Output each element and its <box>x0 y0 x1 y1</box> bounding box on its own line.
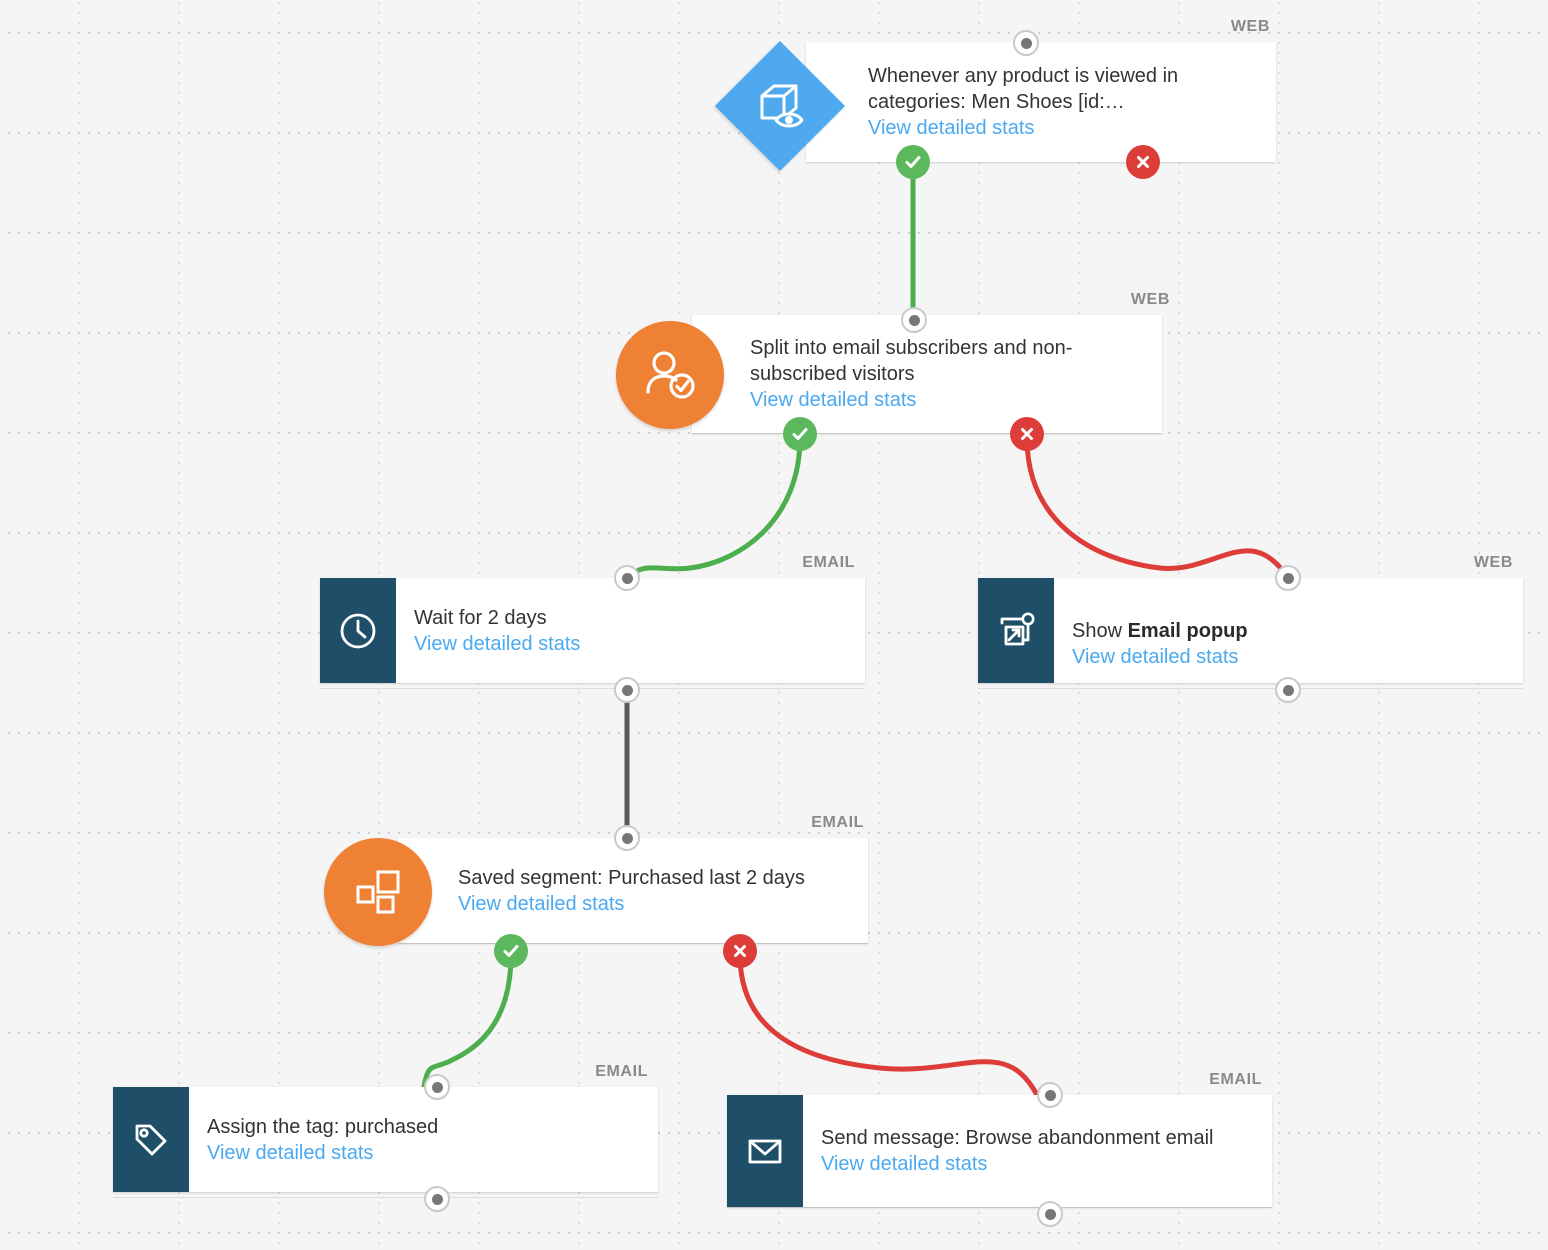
node-title: Split into email subscribers and non-sub… <box>750 337 1073 385</box>
view-detailed-stats-link[interactable]: View detailed stats <box>868 117 1035 139</box>
node-content: Assign the tag: purchased View detailed … <box>189 1087 658 1192</box>
node-title: Send message: Browse abandonment email <box>821 1127 1214 1149</box>
node-wait-2-days[interactable]: EMAIL Wait for 2 days View detailed stat… <box>320 554 865 703</box>
node-send-browse-abandonment[interactable]: EMAIL Send message: Browse abandonment e… <box>727 1071 1272 1227</box>
node-rule <box>978 688 1523 689</box>
node-card[interactable]: Send message: Browse abandonment email V… <box>727 1095 1272 1207</box>
node-content: Send message: Browse abandonment email V… <box>803 1095 1272 1207</box>
node-show-email-popup[interactable]: WEB Show Email popup View detailed stats <box>978 554 1523 703</box>
node-rule <box>320 688 865 689</box>
envelope-glyph <box>748 1139 782 1164</box>
node-card[interactable]: Assign the tag: purchased View detailed … <box>113 1087 658 1192</box>
node-card[interactable]: Whenever any product is viewed in catego… <box>806 42 1276 162</box>
channel-label-email: EMAIL <box>1209 1071 1262 1088</box>
node-title: Assign the tag: purchased <box>207 1115 439 1138</box>
channel-label-web: WEB <box>1473 554 1513 571</box>
node-content: Show Email popup View detailed stats <box>1054 578 1523 683</box>
view-detailed-stats-link[interactable]: View detailed stats <box>821 1153 988 1175</box>
branch-yes-badge-segment[interactable] <box>494 934 528 968</box>
close-icon <box>1021 428 1033 440</box>
user-check-icon <box>616 321 724 429</box>
check-icon <box>792 428 808 440</box>
branch-yes-badge-trigger[interactable] <box>896 145 930 179</box>
product-view-glyph <box>760 84 804 128</box>
popup-window-glyph <box>1000 612 1035 645</box>
segment-grid-icon <box>324 838 432 946</box>
view-detailed-stats-link[interactable]: View detailed stats <box>414 632 581 655</box>
node-rule <box>727 1207 1272 1208</box>
node-title-emphasis: Email popup <box>1127 619 1248 642</box>
input-port[interactable] <box>614 825 640 851</box>
edge-split-to-popup <box>1024 435 1291 581</box>
node-saved-segment-purchased[interactable]: EMAIL Saved segment: Purchased last 2 da… <box>324 814 868 946</box>
node-title: Whenever any product is viewed in catego… <box>868 65 1179 113</box>
tag-icon <box>113 1087 189 1192</box>
close-icon <box>734 945 746 957</box>
input-port[interactable] <box>901 307 927 333</box>
edge-segment-to-tag <box>421 952 514 1090</box>
input-port[interactable] <box>614 565 640 591</box>
envelope-icon <box>727 1095 803 1207</box>
output-port[interactable] <box>1275 677 1301 703</box>
popup-window-icon <box>978 578 1054 683</box>
node-title: Show Email popup <box>1072 592 1509 644</box>
node-card[interactable]: Saved segment: Purchased last 2 days Vie… <box>398 838 868 943</box>
view-detailed-stats-link[interactable]: View detailed stats <box>750 389 917 411</box>
clock-glyph <box>340 613 376 648</box>
output-port[interactable] <box>1037 1201 1063 1227</box>
node-title-prefix: Show <box>1072 619 1128 642</box>
view-detailed-stats-link[interactable]: View detailed stats <box>458 892 625 915</box>
check-icon <box>503 945 519 957</box>
node-assign-tag-purchased[interactable]: EMAIL Assign the tag: purchased View det… <box>113 1063 658 1212</box>
branch-no-badge-split[interactable] <box>1010 417 1044 451</box>
channel-label-email: EMAIL <box>811 814 864 831</box>
channel-label-email: EMAIL <box>595 1063 648 1080</box>
node-title: Saved segment: Purchased last 2 days <box>458 866 805 889</box>
input-port[interactable] <box>1275 565 1301 591</box>
edge-segment-to-message <box>737 952 1040 1098</box>
input-port[interactable] <box>424 1074 450 1100</box>
user-check-glyph <box>646 351 695 399</box>
product-view-icon <box>714 40 846 172</box>
branch-no-badge-segment[interactable] <box>723 934 757 968</box>
node-card[interactable]: Wait for 2 days View detailed stats <box>320 578 865 683</box>
node-content: Whenever any product is viewed in catego… <box>806 42 1276 162</box>
node-content: Split into email subscribers and non-sub… <box>692 315 1162 433</box>
channel-label-web: WEB <box>1230 18 1270 35</box>
node-rule <box>398 943 868 944</box>
check-icon <box>905 156 921 168</box>
tag-glyph <box>135 1124 167 1155</box>
clock-icon <box>320 578 396 683</box>
node-rule <box>113 1197 658 1198</box>
node-rule <box>692 433 1162 434</box>
branch-no-badge-trigger[interactable] <box>1126 145 1160 179</box>
output-port[interactable] <box>614 677 640 703</box>
node-title: Wait for 2 days <box>414 606 547 629</box>
output-port[interactable] <box>424 1186 450 1212</box>
view-detailed-stats-link[interactable]: View detailed stats <box>207 1141 374 1164</box>
input-port[interactable] <box>1037 1082 1063 1108</box>
node-card[interactable]: Split into email subscribers and non-sub… <box>692 315 1162 433</box>
close-icon <box>1137 156 1149 168</box>
node-split-email-subscribers[interactable]: WEB Split into email subscribers and non… <box>616 291 1169 433</box>
channel-label-email: EMAIL <box>802 554 855 571</box>
edge-split-to-wait <box>625 435 803 581</box>
branch-yes-badge-split[interactable] <box>783 417 817 451</box>
channel-label-web: WEB <box>1130 291 1170 308</box>
segment-grid-glyph <box>356 870 400 914</box>
node-trigger-product-viewed[interactable]: WEB Whenever any product is viewed in ca… <box>714 18 1276 172</box>
node-card[interactable]: Show Email popup View detailed stats <box>978 578 1523 683</box>
view-detailed-stats-link[interactable]: View detailed stats <box>1072 645 1239 668</box>
node-content: Wait for 2 days View detailed stats <box>396 578 865 683</box>
node-content: Saved segment: Purchased last 2 days Vie… <box>398 838 868 943</box>
input-port[interactable] <box>1013 30 1039 56</box>
